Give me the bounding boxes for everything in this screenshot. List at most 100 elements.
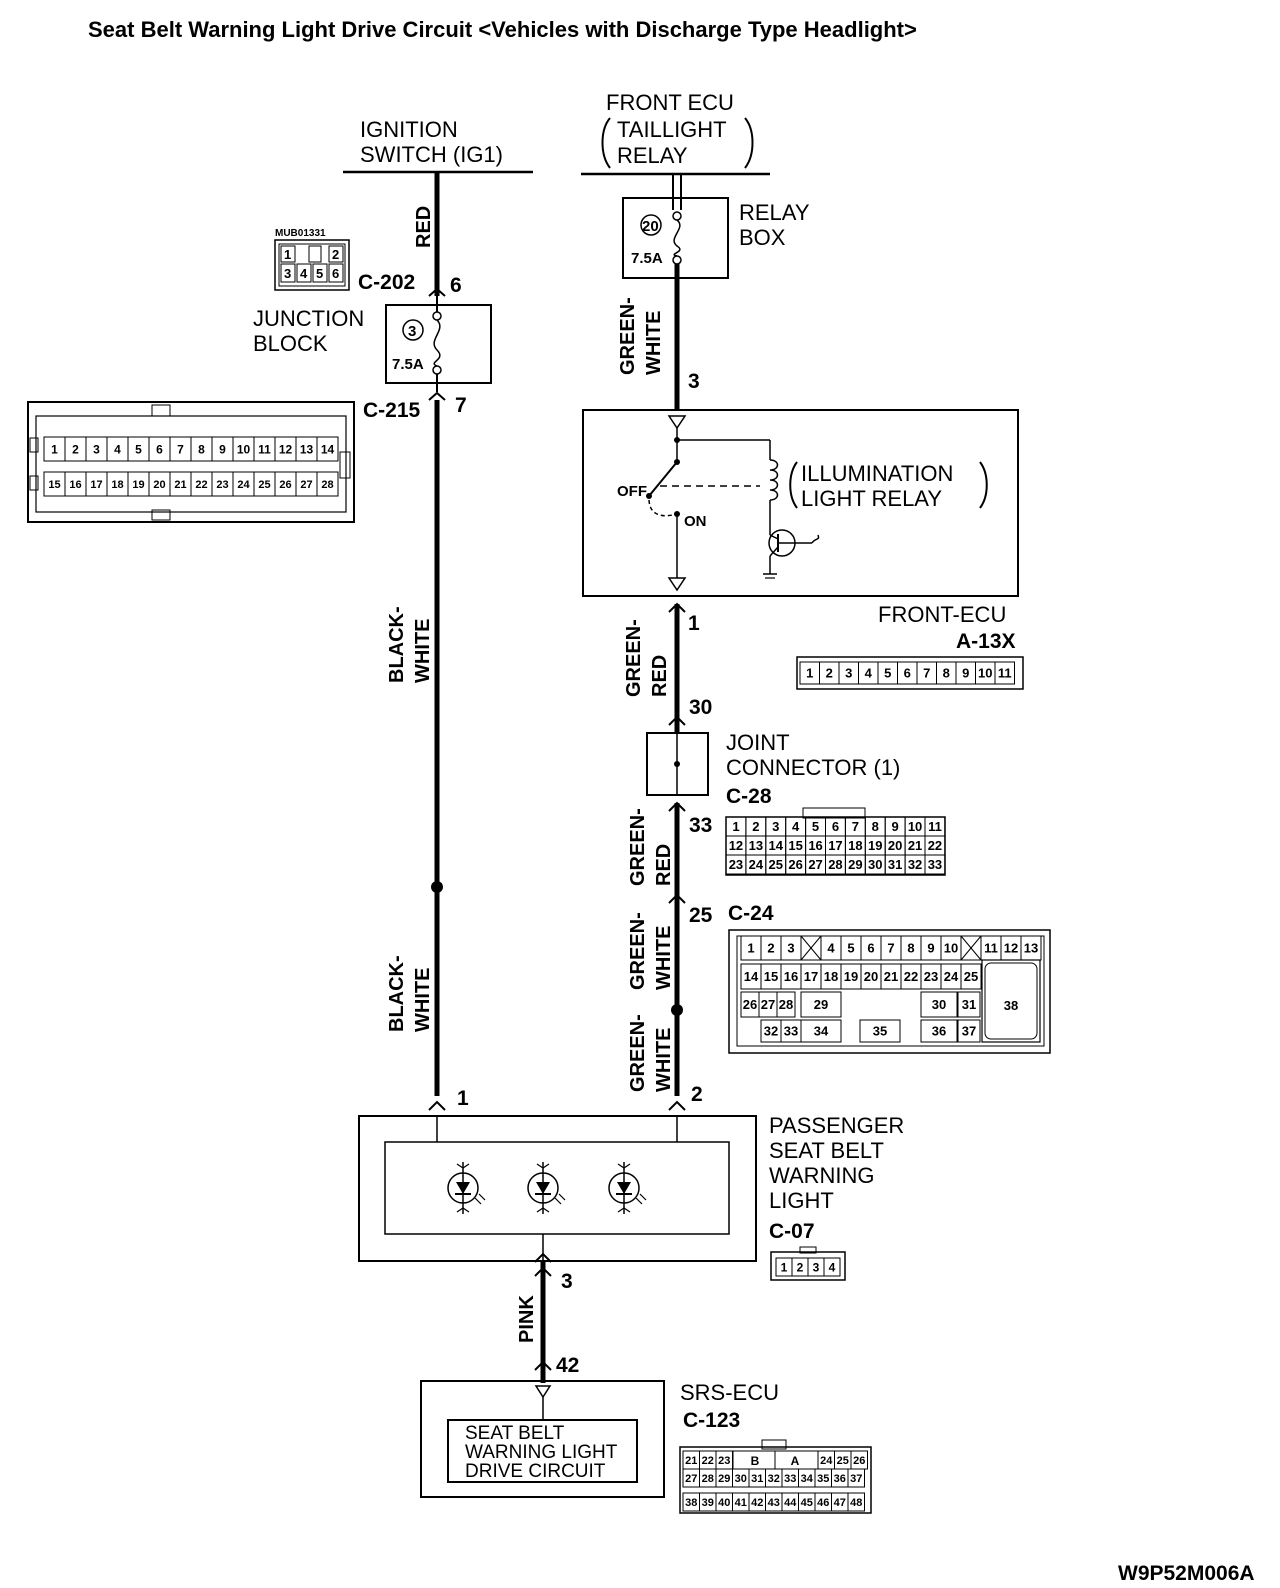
relay-fuse-no: 20: [642, 218, 659, 235]
pin-number: 45: [801, 1497, 813, 1509]
pin-1-light: 1: [457, 1087, 469, 1110]
pin-number: 11: [258, 442, 271, 456]
pin-number: 23: [729, 857, 743, 872]
pin-number: 30: [868, 857, 882, 872]
wire-label-gr-1a: GREEN-: [623, 619, 645, 697]
pin-number: 17: [804, 969, 818, 984]
junction-fuse-no: 3: [408, 323, 416, 340]
pin-number: 22: [928, 838, 942, 853]
pin-number: 15: [788, 838, 802, 853]
pin-number: 20: [888, 838, 902, 853]
pin-number: 21: [884, 969, 898, 984]
pin-number: 25: [964, 969, 978, 984]
pin-number: 14: [321, 442, 335, 456]
wire-label-bw-2a: BLACK-: [386, 955, 408, 1032]
pin-number: 30: [932, 997, 946, 1012]
pin-number: 10: [237, 442, 251, 456]
pin-number: 18: [848, 838, 862, 853]
pin-a-label: A: [791, 1454, 800, 1468]
pin-number: 27: [761, 997, 775, 1012]
svg-text:1: 1: [284, 247, 291, 262]
wire-label-gw-2a: GREEN-: [627, 912, 649, 990]
pin-number: 3: [787, 941, 794, 956]
diagram-title: Seat Belt Warning Light Drive Circuit <V…: [88, 17, 917, 42]
pin-number: 28: [779, 997, 793, 1012]
pin-number: 9: [219, 442, 226, 456]
pin-number: 1: [51, 442, 58, 456]
pin-number: 11: [984, 941, 998, 956]
pin-number: 33: [928, 857, 942, 872]
pin-number: 8: [872, 819, 879, 834]
joint-label-2: CONNECTOR (1): [726, 755, 900, 780]
wire-label-gw-top-a: GREEN-: [617, 297, 639, 375]
pin-number: 24: [749, 857, 764, 872]
pin-number: 10: [908, 819, 922, 834]
wire-label-gw-2b: WHITE: [653, 926, 675, 990]
pin-number: 1: [781, 1260, 788, 1274]
relay-box-label-1: RELAY: [739, 200, 810, 225]
pin-number: 23: [216, 479, 228, 491]
splice-point: [431, 881, 443, 893]
pin-number: 2: [797, 1260, 804, 1274]
pin-number: 44: [784, 1497, 797, 1509]
pin-number: 16: [784, 969, 798, 984]
wire-label-gr-1b: RED: [649, 655, 671, 697]
pin-number: 36: [932, 1024, 946, 1039]
pin-number: 27: [808, 857, 822, 872]
pin-number: 4: [865, 666, 873, 681]
pin-number: 18: [111, 479, 123, 491]
pin-number: 31: [888, 857, 902, 872]
pin-number: 6: [156, 442, 163, 456]
pin-3-light: 3: [561, 1270, 573, 1293]
pin-number: 19: [132, 479, 144, 491]
pin-number: 17: [828, 838, 842, 853]
pin-number: 16: [808, 838, 822, 853]
pin-number: 16: [69, 479, 81, 491]
pin-number: 12: [1004, 941, 1018, 956]
pin-number: 14: [769, 838, 784, 853]
pin-number: 48: [850, 1497, 862, 1509]
junction-label-1: JUNCTION: [253, 306, 364, 331]
pin-number: 31: [751, 1473, 763, 1485]
pin-number: 37: [850, 1473, 862, 1485]
pin-3-top: 3: [688, 370, 700, 393]
pin-number: 22: [702, 1455, 714, 1467]
pin-number: 26: [743, 997, 757, 1012]
pin-number: 2: [826, 666, 833, 681]
wire-label-gr-2a: GREEN-: [627, 808, 649, 886]
pin-number: 20: [153, 479, 165, 491]
pin-number: 33: [784, 1473, 796, 1485]
pin-number: 6: [832, 819, 839, 834]
illumination-label-1: ILLUMINATION: [801, 461, 953, 486]
pin-number: 7: [177, 442, 184, 456]
srs-inner-1: SEAT BELT: [465, 1423, 565, 1444]
pin-number: 5: [847, 941, 854, 956]
led-icon: [608, 1162, 647, 1214]
srs-ecu-box: [420, 1380, 665, 1498]
wire-label-gr-2b: RED: [653, 844, 675, 886]
pin-number: 13: [1024, 941, 1038, 956]
pin-number: 29: [814, 997, 828, 1012]
mub-code: MUB01331: [275, 228, 326, 239]
pin-number: 1: [806, 666, 813, 681]
pin-number: 4: [792, 819, 800, 834]
illumination-label-2: LIGHT RELAY: [801, 486, 942, 511]
pin-number: 35: [873, 1024, 887, 1039]
joint-code: C-28: [726, 785, 772, 808]
front-ecu-box: [582, 409, 1019, 597]
ignition-label-1: IGNITION: [360, 117, 458, 142]
wire-label-red: RED: [413, 206, 435, 248]
relay-on-label: ON: [684, 513, 707, 530]
pin-number: 24: [944, 969, 959, 984]
pin-number: 18: [824, 969, 838, 984]
junction-fuse-rating: 7.5A: [392, 356, 424, 373]
pin-number: 31: [962, 997, 976, 1012]
pin-number: 25: [258, 479, 270, 491]
pin-number: 10: [978, 666, 992, 681]
pin-number: 28: [321, 479, 333, 491]
svg-text:3: 3: [284, 266, 291, 281]
pin-number: 21: [908, 838, 922, 853]
led-icon: [447, 1162, 486, 1214]
